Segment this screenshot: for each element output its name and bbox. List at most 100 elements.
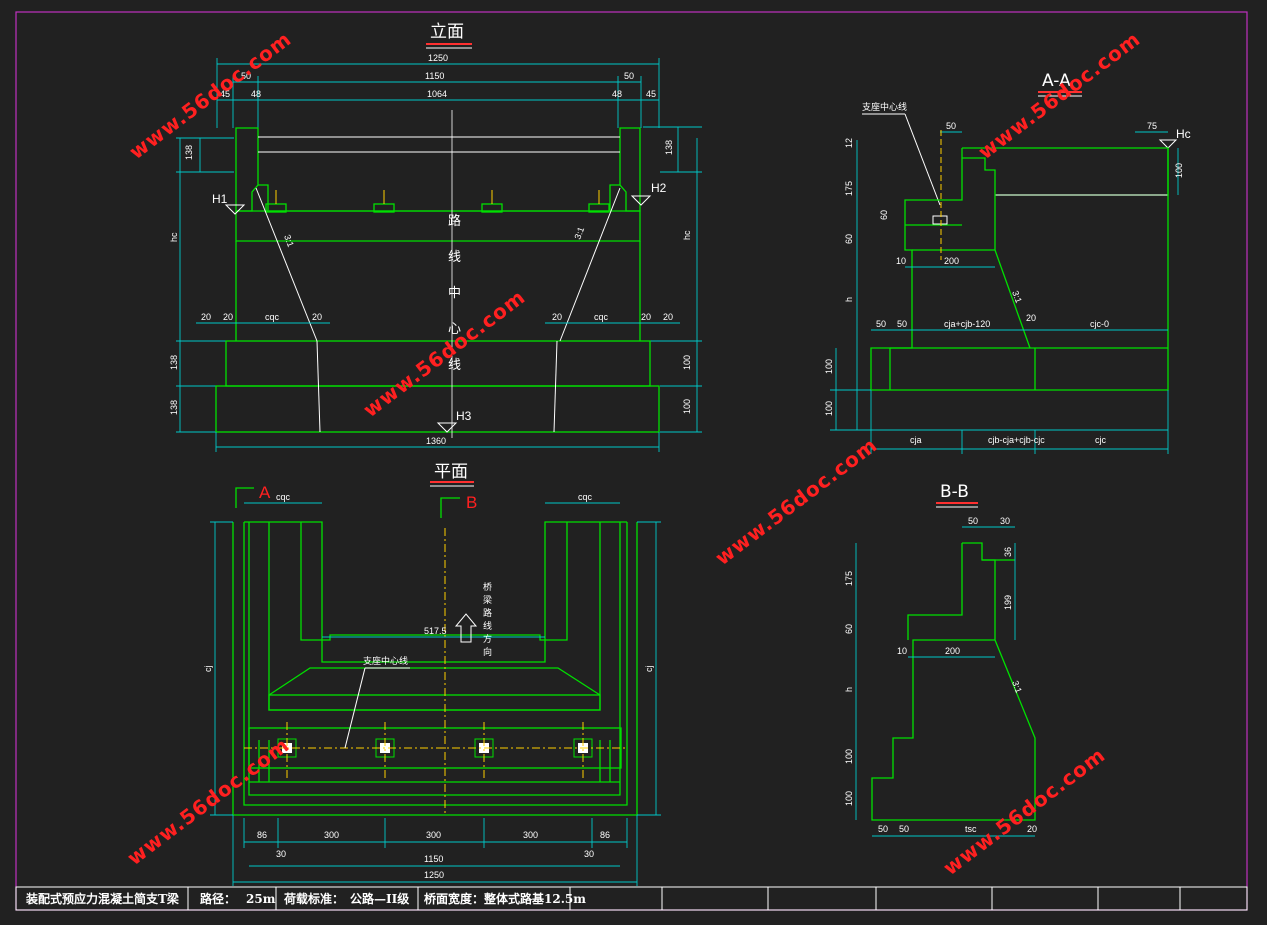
svg-text:20: 20 <box>223 312 233 322</box>
svg-text:10: 10 <box>897 646 907 656</box>
svg-text:300: 300 <box>324 830 339 840</box>
svg-text:10: 10 <box>896 256 906 266</box>
svg-text:138: 138 <box>184 145 194 160</box>
svg-text:cjc-0: cjc-0 <box>1090 319 1109 329</box>
svg-text:86: 86 <box>600 830 610 840</box>
svg-text:hc: hc <box>682 230 692 240</box>
svg-text:12: 12 <box>844 138 854 148</box>
svg-text:3:1: 3:1 <box>1010 289 1024 304</box>
svg-text:138: 138 <box>169 355 179 370</box>
svg-text:50: 50 <box>968 516 978 526</box>
title-block: 装配式预应力混凝土简支T梁 路径： 25m 荷载标准： 公路—II级 桥面宽度：… <box>15 886 1248 911</box>
svg-text:cj: cj <box>644 666 654 673</box>
svg-text:48: 48 <box>251 89 261 99</box>
section-aa-view: A-A 支座中心线 50 75 Hc 3:1 12 175 60 60 h 10… <box>824 71 1191 454</box>
title-name: 装配式预应力混凝土简支T梁 <box>25 891 179 906</box>
svg-text:20: 20 <box>641 312 651 322</box>
svg-text:cqc: cqc <box>265 312 280 322</box>
svg-text:www.56doc.com: www.56doc.com <box>974 27 1145 164</box>
elev-centerline-text: 路线中心线 <box>448 213 461 373</box>
svg-text:100: 100 <box>844 791 854 806</box>
elev-h1: H1 <box>212 192 228 206</box>
svg-text:200: 200 <box>945 646 960 656</box>
svg-text:50: 50 <box>897 319 907 329</box>
elevation-title: 立面 <box>430 22 464 42</box>
svg-text:20: 20 <box>201 312 211 322</box>
svg-text:138: 138 <box>169 400 179 415</box>
svg-text:20: 20 <box>663 312 673 322</box>
svg-text:30: 30 <box>276 849 286 859</box>
elev-h3: H3 <box>456 409 472 423</box>
svg-text:20: 20 <box>312 312 322 322</box>
svg-text:300: 300 <box>426 830 441 840</box>
bb-title: B-B <box>940 482 969 502</box>
svg-text:hc: hc <box>169 232 179 242</box>
title-load-value: 公路—II级 <box>350 891 409 906</box>
svg-text:www.56doc.com: www.56doc.com <box>123 733 294 870</box>
svg-text:75: 75 <box>1147 121 1157 131</box>
svg-text:3:1: 3:1 <box>282 233 296 248</box>
svg-text:175: 175 <box>844 181 854 196</box>
plan-section-b: B <box>466 493 477 512</box>
svg-text:50: 50 <box>624 71 634 81</box>
svg-text:50: 50 <box>878 824 888 834</box>
plan-bearing-line: 支座中心线 <box>363 655 408 666</box>
svg-text:45: 45 <box>220 89 230 99</box>
svg-text:tsc: tsc <box>965 824 977 834</box>
plan-section-a: A <box>259 483 271 502</box>
title-load-label: 荷载标准： <box>283 891 344 906</box>
svg-text:www.56doc.com: www.56doc.com <box>939 743 1110 880</box>
elev-dim-1064: 1064 <box>427 89 447 99</box>
title-span-value: 25m <box>246 892 276 906</box>
watermarks: www.56doc.com www.56doc.com www.56doc.co… <box>123 27 1145 880</box>
svg-text:199: 199 <box>1003 595 1013 610</box>
aa-hc: Hc <box>1176 127 1191 141</box>
svg-text:30: 30 <box>584 849 594 859</box>
svg-text:60: 60 <box>844 234 854 244</box>
svg-text:86: 86 <box>257 830 267 840</box>
title-span-label: 路径： <box>200 891 236 906</box>
svg-text:www.56doc.com: www.56doc.com <box>125 27 296 164</box>
svg-text:100: 100 <box>824 359 834 374</box>
svg-text:3:1: 3:1 <box>572 226 586 241</box>
svg-text:30: 30 <box>1000 516 1010 526</box>
svg-text:cjb-cja+cjb-cjc: cjb-cja+cjb-cjc <box>988 435 1045 445</box>
svg-text:100: 100 <box>682 399 692 414</box>
aa-title: A-A <box>1042 71 1071 91</box>
plan-dim-517: 517.5 <box>424 626 447 636</box>
svg-text:cjc: cjc <box>1095 435 1106 445</box>
elev-dim-1360: 1360 <box>426 436 446 446</box>
title-width: 桥面宽度：整体式路基12.5m <box>424 891 586 906</box>
svg-text:20: 20 <box>1026 313 1036 323</box>
svg-text:50: 50 <box>241 71 251 81</box>
elev-dim-1250: 1250 <box>428 53 448 63</box>
plan-dim-1150: 1150 <box>424 854 443 864</box>
svg-text:36: 36 <box>1003 547 1013 557</box>
elevation-view: 立面 1250 1150 1064 50 50 45 48 48 45 138 … <box>169 22 702 452</box>
section-bb-view: B-B 50 30 3:1 36 199 175 60 h 100 100 10… <box>844 482 1037 837</box>
svg-text:138: 138 <box>664 140 674 155</box>
plan-view: 平面 A B cqc cqc <box>203 462 661 886</box>
svg-text:20: 20 <box>1027 824 1037 834</box>
svg-text:20: 20 <box>552 312 562 322</box>
svg-text:cja+cjb-120: cja+cjb-120 <box>944 319 990 329</box>
svg-text:www.56doc.com: www.56doc.com <box>359 285 530 422</box>
svg-text:200: 200 <box>944 256 959 266</box>
svg-text:60: 60 <box>879 210 889 220</box>
svg-text:cqc: cqc <box>594 312 609 322</box>
elev-bearings <box>265 190 610 213</box>
svg-text:h: h <box>844 687 854 692</box>
svg-text:300: 300 <box>523 830 538 840</box>
elev-dim-1150: 1150 <box>425 71 444 81</box>
svg-text:100: 100 <box>824 401 834 416</box>
svg-text:cj: cj <box>203 666 213 673</box>
svg-text:175: 175 <box>844 571 854 586</box>
svg-text:45: 45 <box>646 89 656 99</box>
svg-text:50: 50 <box>946 121 956 131</box>
plan-dim-1250: 1250 <box>424 870 444 880</box>
svg-text:100: 100 <box>844 749 854 764</box>
svg-text:50: 50 <box>899 824 909 834</box>
svg-text:cja: cja <box>910 435 922 445</box>
svg-text:100: 100 <box>682 355 692 370</box>
